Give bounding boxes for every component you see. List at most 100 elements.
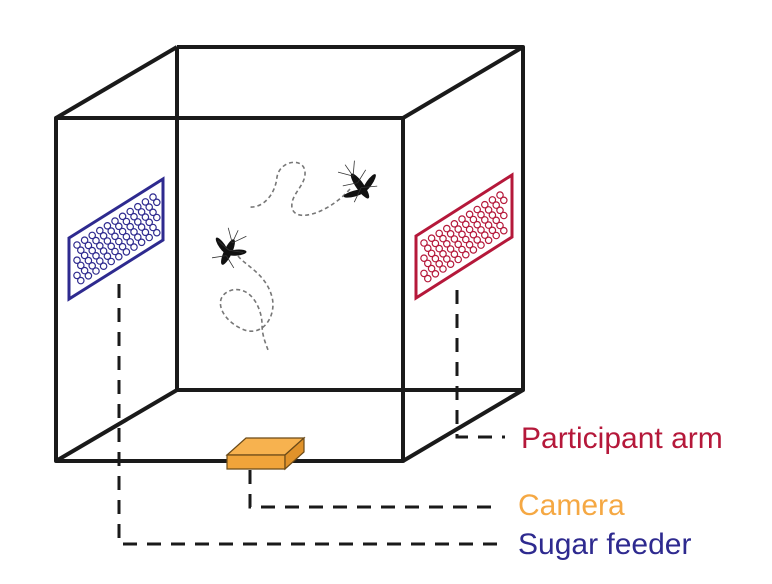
perforation-hole (492, 201, 501, 209)
perforation-hole (446, 245, 455, 253)
perforation-hole (137, 208, 146, 216)
perforation-hole (496, 221, 504, 230)
perforation-hole (439, 234, 447, 243)
perforation-hole (454, 225, 463, 233)
perforation-hole (84, 241, 93, 250)
perforation-hole (461, 220, 470, 229)
perforation-hole (115, 237, 123, 246)
perforation-hole (458, 245, 466, 254)
perforation-hole (134, 233, 142, 241)
perforation-hole (88, 246, 97, 255)
perforation-hole (431, 239, 440, 248)
perforation-hole (427, 264, 436, 273)
perforation-hole (126, 222, 135, 231)
perforation-hole (473, 205, 482, 214)
perforation-hole (153, 213, 161, 222)
perforation-hole (492, 216, 501, 225)
mosquito-flight-paths (219, 161, 351, 351)
perforation-hole (420, 269, 428, 278)
sugar-feeder-label: Sugar feeder (518, 528, 692, 561)
perforation-hole (153, 198, 161, 207)
flight-path-upper (249, 161, 351, 217)
perforation-hole (80, 266, 89, 275)
perforation-hole (149, 193, 157, 201)
perforation-hole (499, 196, 508, 205)
perforation-hole (130, 212, 138, 221)
perforation-hole (96, 257, 104, 265)
perforation-hole (80, 236, 89, 245)
perforation-hole (103, 252, 112, 261)
perforation-hole (134, 218, 142, 226)
perforation-hole (122, 232, 131, 241)
perforation-hole (499, 211, 508, 220)
leader-participant-arm (455, 290, 505, 439)
perforation-hole (423, 274, 432, 283)
perforation-hole (446, 230, 455, 238)
perforation-hole (103, 222, 112, 230)
perforation-hole (145, 203, 154, 211)
leader-lines (117, 284, 505, 546)
perforation-hole (435, 229, 444, 238)
cage-front-frame (54, 116, 405, 463)
perforation-hole (134, 202, 142, 211)
perforation-hole (141, 213, 150, 221)
perforation-hole (107, 227, 116, 235)
perforation-hole (450, 250, 459, 259)
perforation-hole (149, 208, 157, 217)
perforation-hole (111, 217, 119, 225)
leader-camera (248, 470, 498, 509)
perforation-hole (435, 244, 444, 253)
perforation-hole (469, 215, 478, 224)
perforation-hole (480, 231, 489, 239)
perforation-hole (458, 215, 466, 223)
perforation-hole (465, 210, 474, 219)
perforation-hole (99, 232, 108, 240)
perforation-hole (118, 227, 127, 236)
mosquito-icon (337, 160, 378, 203)
participant-arm-label: Participant arm (521, 422, 723, 455)
perforation-hole (118, 242, 127, 251)
flight-path-lower (219, 255, 274, 351)
perforation-hole (431, 254, 440, 263)
perforation-hole (461, 250, 470, 259)
cage-edge-top-right (401, 45, 525, 120)
perforation-hole (435, 259, 444, 268)
perforation-hole (88, 231, 97, 240)
mosquito-icon (211, 227, 247, 269)
perforation-hole (137, 238, 146, 247)
perforation-hole (92, 252, 100, 260)
perforation-hole (73, 241, 81, 249)
perforation-hole (477, 226, 485, 234)
perforation-hole (473, 236, 482, 244)
perforation-hole (488, 211, 497, 219)
perforation-hole (115, 222, 123, 231)
perforation-hole (118, 212, 127, 221)
cage (54, 45, 525, 463)
perforation-hole (153, 228, 161, 237)
perforation-hole (107, 257, 116, 266)
perforation-hole (477, 210, 485, 219)
perforation-hole (92, 267, 100, 275)
perforation-hole (492, 231, 501, 240)
camera-box (225, 436, 306, 471)
perforation-hole (84, 271, 93, 280)
perforation-hole (73, 271, 81, 280)
perforation-hole (458, 230, 466, 239)
perforation-hole (484, 206, 493, 214)
perforation-hole (122, 248, 131, 256)
perforation-hole (77, 246, 85, 255)
perforation-hole (99, 247, 108, 255)
perforation-hole (477, 241, 485, 249)
perforation-hole (473, 220, 482, 229)
perforation-hole (439, 250, 447, 258)
perforation-hole (454, 240, 463, 249)
perforation-hole (480, 216, 489, 224)
leader-sugar-feeder (117, 284, 498, 546)
perforation-hole (80, 251, 89, 260)
perforation-hole (92, 236, 100, 245)
perforation-hole (141, 198, 150, 206)
perforation-hole (488, 226, 497, 235)
perforation-hole (420, 239, 428, 247)
perforation-hole (450, 220, 459, 228)
